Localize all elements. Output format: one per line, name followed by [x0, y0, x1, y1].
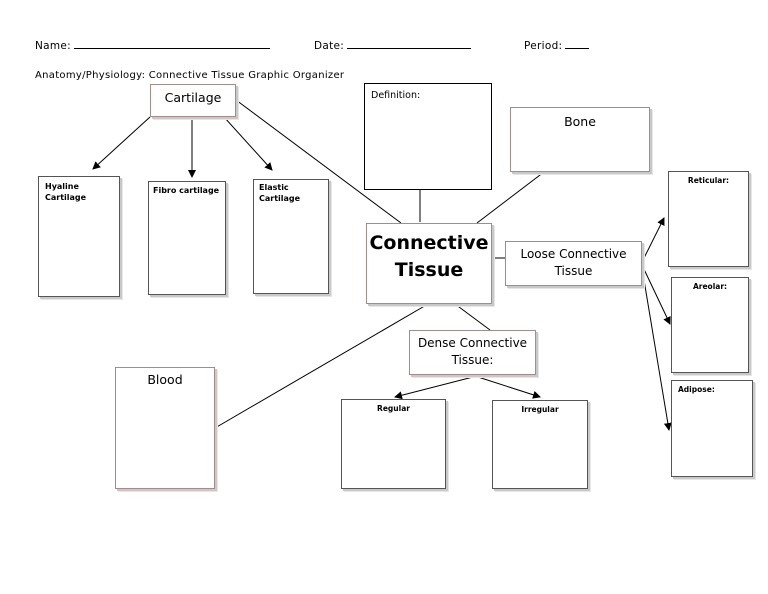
- bone-box[interactable]: Bone: [510, 107, 650, 172]
- hyaline-cartilage-label: Hyaline Cartilage: [45, 182, 87, 202]
- blood-label: Blood: [147, 372, 183, 387]
- period-line: Period:: [524, 38, 590, 52]
- line-bone-center: [476, 171, 545, 224]
- fibro-cartilage-label: Fibro cartilage: [153, 186, 220, 195]
- arrow-cartilage-elastic: [223, 116, 273, 171]
- blood-box[interactable]: Blood: [115, 367, 215, 489]
- irregular-label: Irregular: [521, 405, 559, 414]
- arrow-dense-regular: [394, 376, 474, 400]
- name-blank[interactable]: [74, 38, 271, 49]
- date-blank[interactable]: [347, 38, 472, 49]
- areolar-box[interactable]: Areolar:: [671, 277, 749, 373]
- hyaline-cartilage-box[interactable]: Hyaline Cartilage: [38, 176, 120, 297]
- elastic-cartilage-box[interactable]: Elastic Cartilage: [253, 179, 329, 294]
- cartilage-label: Cartilage: [164, 90, 222, 105]
- definition-label: Definition:: [371, 90, 421, 101]
- arrow-dense-irregular: [477, 376, 541, 399]
- line-center-dense: [454, 303, 491, 331]
- line-center-blood: [214, 303, 429, 429]
- regular-box[interactable]: Regular: [341, 399, 446, 489]
- dense-connective-label: Dense Connective Tissue:: [417, 336, 528, 367]
- elastic-cartilage-label: Elastic Cartilage: [259, 183, 301, 203]
- connective-tissue-box[interactable]: Connective Tissue: [366, 223, 492, 304]
- arrow-loose-reticular: [641, 217, 665, 263]
- arrow-loose-areolar: [641, 264, 671, 325]
- loose-connective-box[interactable]: Loose Connective Tissue: [505, 241, 642, 286]
- reticular-label: Reticular:: [687, 176, 730, 185]
- date-line: Date:: [314, 38, 472, 52]
- page-title: Anatomy/Physiology: Connective Tissue Gr…: [35, 70, 345, 81]
- irregular-box[interactable]: Irregular: [492, 400, 588, 489]
- definition-box[interactable]: Definition:: [364, 83, 492, 190]
- adipose-box[interactable]: Adipose:: [671, 380, 753, 477]
- name-label: Name:: [35, 40, 72, 52]
- name-line: Name:: [35, 38, 271, 52]
- period-label: Period:: [524, 40, 563, 52]
- cartilage-box[interactable]: Cartilage: [150, 84, 236, 117]
- regular-label: Regular: [377, 404, 410, 413]
- adipose-label: Adipose:: [678, 385, 715, 394]
- connective-tissue-label: Connective Tissue: [369, 232, 489, 281]
- date-label: Date:: [314, 40, 345, 52]
- areolar-label: Areolar:: [692, 282, 728, 291]
- period-blank[interactable]: [565, 38, 590, 49]
- bone-label: Bone: [564, 114, 596, 129]
- arrow-cartilage-hyaline: [92, 116, 151, 170]
- loose-connective-label: Loose Connective Tissue: [520, 247, 627, 278]
- arrow-loose-adipose: [641, 267, 672, 431]
- reticular-box[interactable]: Reticular:: [668, 171, 749, 267]
- fibro-cartilage-box[interactable]: Fibro cartilage: [148, 181, 226, 295]
- line-cartilage-center: [235, 99, 402, 224]
- dense-connective-box[interactable]: Dense Connective Tissue:: [409, 330, 536, 375]
